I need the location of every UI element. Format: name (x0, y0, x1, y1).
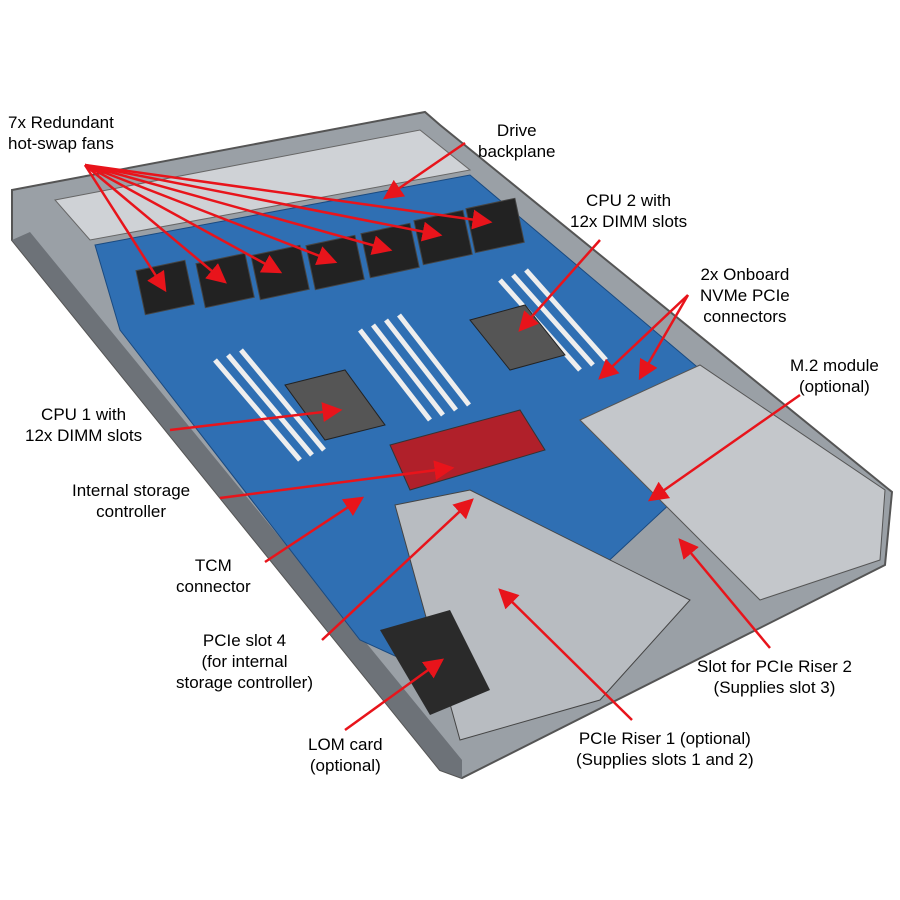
label-line: NVMe PCIe (700, 286, 790, 305)
label-cpu1: CPU 1 with 12x DIMM slots (25, 404, 142, 446)
label-line: CPU 2 with (586, 191, 672, 210)
label-line: PCIe slot 4 (202, 631, 287, 650)
label-line: 7x Redundant (8, 113, 114, 132)
label-line: 12x DIMM slots (25, 426, 143, 445)
label-line: backplane (478, 142, 556, 161)
power-supplies (579, 364, 886, 601)
label-line: controller (96, 502, 167, 521)
cpu2-socket (469, 304, 566, 371)
label-line: (optional) (798, 377, 870, 396)
label-pcie-slot4: PCIe slot 4 (for internal storage controll… (176, 630, 313, 693)
label-line: (optional) (309, 756, 381, 775)
label-tcm-connector: TCM connector (176, 555, 251, 597)
label-cpu2: CPU 2 with 12x DIMM slots (570, 190, 687, 232)
label-storage-controller: Internal storage controller (72, 480, 190, 522)
drive-bay (54, 129, 472, 241)
label-line: PCIe Riser 1 (optional) (578, 729, 751, 748)
label-line: Internal storage (72, 481, 191, 500)
label-pcie-riser1: PCIe Riser 1 (optional) (Supplies slots 1… (576, 728, 754, 770)
label-line: (for internal (201, 652, 288, 671)
label-line: (Supplies slots 1 and 2) (576, 750, 754, 769)
label-line: connectors (703, 307, 787, 326)
label-drive-backplane: Drive backplane (478, 120, 556, 162)
label-m2-module: M.2 module (optional) (790, 355, 879, 397)
label-line: 12x DIMM slots (570, 212, 688, 231)
label-line: Drive (496, 121, 537, 140)
label-lom-card: LOM card (optional) (308, 734, 383, 776)
label-line: TCM (194, 556, 232, 575)
label-line: storage controller) (176, 673, 314, 692)
label-line: (Supplies slot 3) (713, 678, 836, 697)
label-line: LOM card (308, 735, 383, 754)
chassis-side (12, 232, 462, 778)
label-line: hot-swap fans (8, 134, 114, 153)
label-line: M.2 module (790, 356, 879, 375)
label-line: connector (176, 577, 251, 596)
label-line: Slot for PCIe Riser 2 (697, 657, 852, 676)
label-line: CPU 1 with (41, 405, 127, 424)
label-line: 2x Onboard (700, 265, 790, 284)
callout-arrows (83, 141, 801, 732)
dimm-slots (213, 268, 608, 462)
label-fans: 7x Redundant hot-swap fans (8, 112, 114, 154)
label-pcie-riser2-slot: Slot for PCIe Riser 2 (Supplies slot 3) (697, 656, 852, 698)
